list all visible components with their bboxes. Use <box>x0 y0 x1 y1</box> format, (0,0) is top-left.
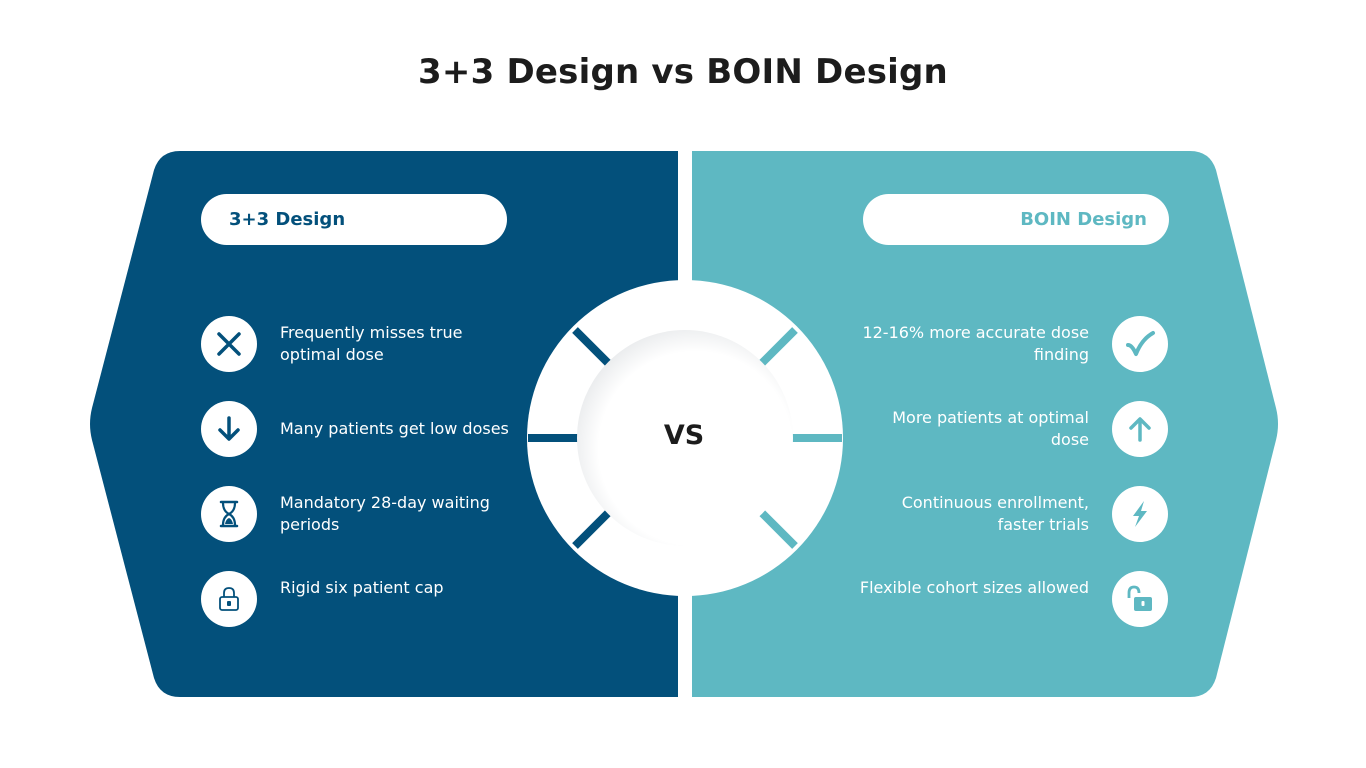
right-item-text: 12-16% more accurate dose finding <box>862 323 1089 364</box>
right-item-text: Flexible cohort sizes allowed <box>859 578 1089 597</box>
checkmark-icon <box>1112 316 1168 372</box>
right-item-text: Continuous enrollment, faster trials <box>901 493 1089 534</box>
right-item-4: Flexible cohort sizes allowed <box>860 571 1168 627</box>
padlock-open-icon <box>1112 571 1168 627</box>
right-item-2: More patients at optimal dose <box>860 401 1168 457</box>
left-header-pill: 3+3 Design <box>201 194 507 245</box>
left-panel <box>90 151 678 697</box>
page-title: 3+3 Design vs BOIN Design <box>418 52 948 92</box>
right-panel <box>692 151 1278 697</box>
padlock-locked-icon <box>201 571 257 627</box>
arrow-up-icon <box>1112 401 1168 457</box>
x-mark-icon <box>201 316 257 372</box>
arrow-down-icon <box>201 401 257 457</box>
left-item-text: Rigid six patient cap <box>280 578 444 597</box>
left-item-3: Mandatory 28-day waiting periods <box>201 486 501 542</box>
right-item-3: Continuous enrollment, faster trials <box>860 486 1168 542</box>
left-item-text: Mandatory 28-day waiting periods <box>280 493 490 534</box>
left-item-4: Rigid six patient cap <box>201 571 501 627</box>
left-item-2: Many patients get low doses <box>201 401 509 457</box>
left-item-text: Frequently misses true optimal dose <box>280 323 463 364</box>
left-item-1: Frequently misses true optimal dose <box>201 316 501 372</box>
left-item-text: Many patients get low doses <box>280 419 509 438</box>
right-header-pill: BOIN Design <box>863 194 1169 245</box>
lightning-icon <box>1112 486 1168 542</box>
right-item-1: 12-16% more accurate dose finding <box>860 316 1168 372</box>
vs-label: VS <box>663 420 705 451</box>
right-item-text: More patients at optimal dose <box>892 408 1089 449</box>
vs-inner-circle <box>577 330 793 546</box>
hourglass-icon <box>201 486 257 542</box>
